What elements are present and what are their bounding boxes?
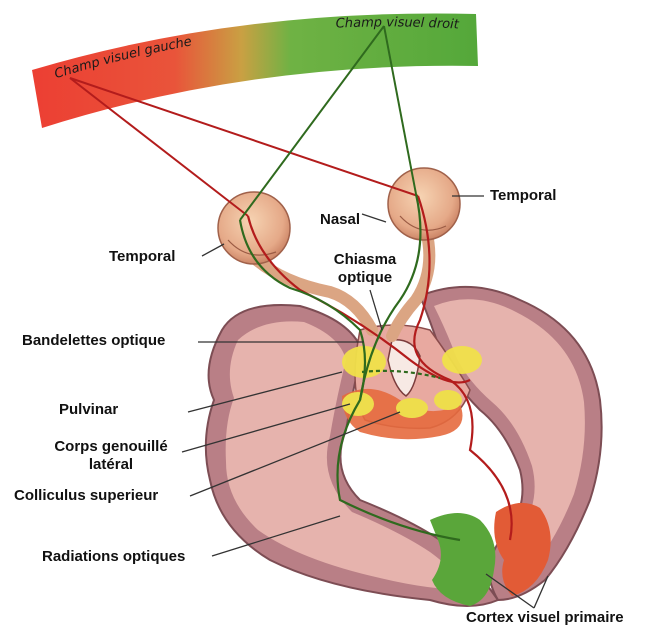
chiasma-line1: Chiasma bbox=[330, 251, 400, 269]
bandelettes-label: Bandelettes optique bbox=[22, 332, 165, 350]
right-eye bbox=[388, 168, 460, 240]
colliculus-label: Colliculus superieur bbox=[14, 487, 158, 505]
corps-line2: latéral bbox=[46, 456, 176, 474]
temporal-right-label: Temporal bbox=[490, 187, 556, 205]
nasal-label: Nasal bbox=[320, 211, 360, 229]
visual-field-band bbox=[32, 13, 478, 128]
temporal-left-label: Temporal bbox=[109, 248, 175, 266]
corps-genouille-label: Corps genouillé latéral bbox=[46, 438, 176, 474]
chiasma-label: Chiasma optique bbox=[330, 251, 400, 287]
pulvinar-label: Pulvinar bbox=[59, 401, 118, 419]
chiasma-line2: optique bbox=[330, 269, 400, 287]
corps-line1: Corps genouillé bbox=[46, 438, 176, 456]
brain-section bbox=[206, 287, 602, 606]
radiations-label: Radiations optiques bbox=[42, 548, 185, 566]
cortex-label: Cortex visuel primaire bbox=[466, 609, 624, 627]
